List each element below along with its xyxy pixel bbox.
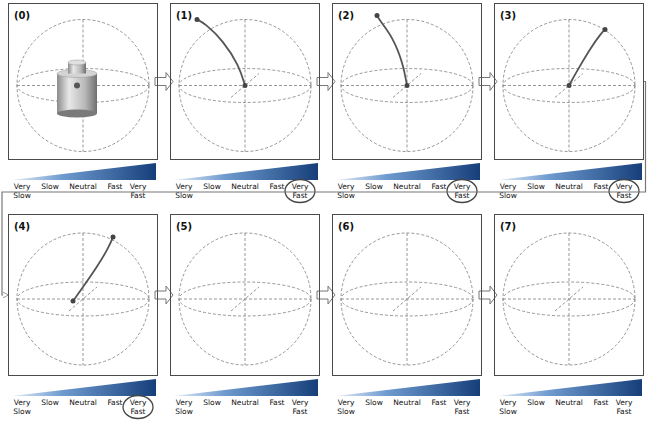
panel-box: (1) <box>170 3 320 160</box>
scale-label: Slow <box>196 398 228 407</box>
answer-circle <box>447 180 477 203</box>
scale-label: Slow <box>358 182 390 191</box>
scale-label: Very Slow <box>492 398 524 416</box>
answer-circle <box>285 180 315 203</box>
scale-label: Neutral <box>67 398 99 407</box>
panel-box: (7) <box>494 214 644 376</box>
scale-label: Slow <box>34 182 66 191</box>
weight-illustration <box>57 60 97 118</box>
speed-ramp <box>12 379 156 396</box>
scale-label: Very Slow <box>330 398 362 416</box>
motion-stroke <box>71 235 116 304</box>
scale-label: Slow <box>358 398 390 407</box>
sphere-guide <box>179 233 311 365</box>
panel-number: (2) <box>337 10 355 21</box>
scale-label: Very Slow <box>168 398 200 416</box>
motion-stroke <box>567 27 608 88</box>
scale-label: Neutral <box>229 182 261 191</box>
speed-ramp <box>174 379 318 396</box>
scale-label: Fast <box>585 182 617 191</box>
scale-label: Neutral <box>229 398 261 407</box>
panel-number: (3) <box>499 10 517 21</box>
scale-label: Very Fast <box>122 182 154 200</box>
sphere-guide <box>179 20 311 152</box>
scale-label: Fast <box>99 182 131 191</box>
scale-label: Neutral <box>67 182 99 191</box>
scale-label: Very Slow <box>492 182 524 200</box>
scale-label: Slow <box>520 398 552 407</box>
panel-box: (0) <box>8 3 158 160</box>
scale-label: Very Fast <box>446 182 478 200</box>
answer-circle <box>123 396 153 419</box>
sphere-guide <box>17 233 149 365</box>
answer-circle <box>609 180 639 203</box>
speed-ramp <box>174 163 318 180</box>
scale-label: Slow <box>34 398 66 407</box>
panel-number: (0) <box>13 10 31 21</box>
motion-stroke <box>195 17 248 88</box>
scale-label: Very Fast <box>608 182 640 200</box>
scale-label: Slow <box>520 182 552 191</box>
panel-number: (7) <box>499 221 517 232</box>
scale-label: Very Fast <box>284 398 316 416</box>
sphere-guide <box>17 20 149 152</box>
scale-label: Neutral <box>553 182 585 191</box>
scale-label: Fast <box>423 398 455 407</box>
panel-box: (2) <box>332 3 482 160</box>
scale-label: Neutral <box>391 182 423 191</box>
scale-label: Very Slow <box>330 182 362 200</box>
speed-ramp <box>336 163 480 180</box>
flow-arrow <box>2 82 646 296</box>
panel-number: (5) <box>175 221 193 232</box>
panel-number: (4) <box>13 221 31 232</box>
panel-box: (6) <box>332 214 482 376</box>
panel-number: (6) <box>337 221 355 232</box>
sphere-guide <box>503 20 635 152</box>
panel-number: (1) <box>175 10 193 21</box>
scale-label: Fast <box>261 398 293 407</box>
scale-label: Very Fast <box>608 398 640 416</box>
panel-box: (5) <box>170 214 320 376</box>
scale-label: Fast <box>99 398 131 407</box>
speed-ramp <box>336 379 480 396</box>
scale-label: Very Slow <box>168 182 200 200</box>
scale-label: Neutral <box>391 398 423 407</box>
panel-box: (3) <box>494 3 644 160</box>
speed-ramp <box>12 163 156 180</box>
panel-box: (4) <box>8 214 158 376</box>
scale-label: Very Fast <box>122 398 154 416</box>
scale-label: Fast <box>423 182 455 191</box>
sphere-guide <box>341 20 473 152</box>
sphere-guide <box>503 233 635 365</box>
scale-label: Very Slow <box>6 182 38 200</box>
speed-ramp <box>498 379 642 396</box>
speed-ramp <box>498 163 642 180</box>
sphere-guide <box>341 233 473 365</box>
scale-label: Very Fast <box>284 182 316 200</box>
scale-label: Very Fast <box>446 398 478 416</box>
motion-stroke <box>375 13 410 88</box>
scale-label: Neutral <box>553 398 585 407</box>
scale-label: Very Slow <box>6 398 38 416</box>
scale-label: Slow <box>196 182 228 191</box>
scale-label: Fast <box>585 398 617 407</box>
scale-label: Fast <box>261 182 293 191</box>
